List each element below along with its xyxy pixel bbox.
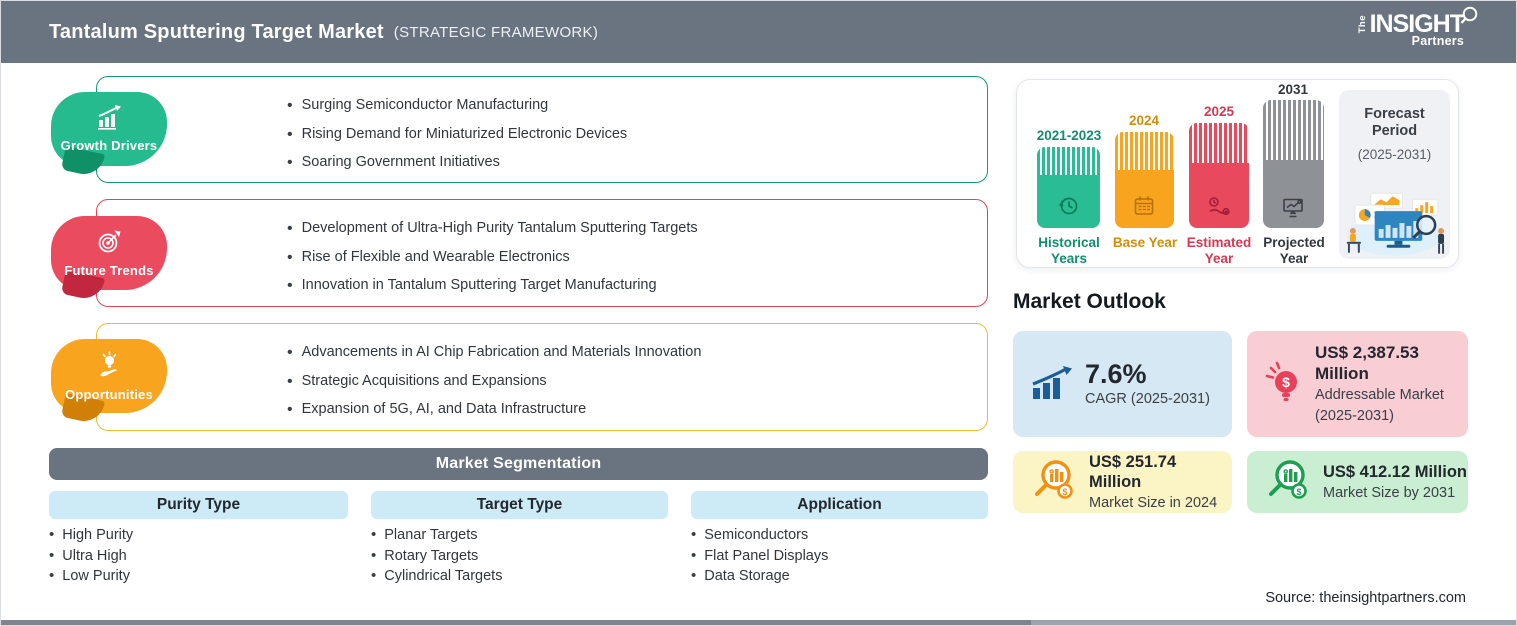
list-item: Rising Demand for Miniaturized Electroni…	[287, 126, 628, 144]
analytics-people-illustration	[1341, 191, 1448, 257]
list-item: Flat Panel Displays	[691, 546, 828, 567]
size-2024-text: US$ 251.74 Million Market Size in 2024	[1089, 452, 1232, 513]
list-item: Low Purity	[49, 566, 133, 587]
list-item: Planar Targets	[371, 525, 502, 546]
addressable-value: US$ 2,387.53 Million	[1315, 343, 1419, 383]
list-item: Ultra High	[49, 546, 133, 567]
opportunities-box: Advancements in AI Chip Fabrication and …	[96, 323, 988, 431]
market-outlook-title: Market Outlook	[1013, 290, 1166, 313]
market-size-2024-card: $ US$ 251.74 Million Market Size in 2024	[1013, 451, 1232, 513]
forecast-period-title: Forecast Period	[1364, 106, 1425, 139]
list-item: Data Storage	[691, 566, 828, 587]
list-item: Semiconductors	[691, 525, 828, 546]
list-item: High Purity	[49, 525, 133, 546]
cagr-card: 7.6% CAGR (2025-2031)	[1013, 331, 1232, 437]
list-item: Rise of Flexible and Wearable Electronic…	[287, 249, 698, 267]
bottom-strip	[1, 620, 1516, 625]
logo-the: The	[1356, 15, 1368, 34]
list-item: Surging Semiconductor Manufacturing	[287, 97, 627, 115]
logo-name: INSIGHT	[1369, 10, 1465, 38]
magnifier-icon	[1459, 6, 1479, 31]
growth-chart-icon	[95, 105, 123, 135]
logo-partners: Partners	[1411, 34, 1464, 48]
size-2031-text: US$ 412.12 Million Market Size by 2031	[1323, 462, 1467, 503]
list-item: Development of Ultra-High Purity Tantalu…	[287, 220, 698, 238]
projection-screen-icon	[1280, 193, 1306, 219]
estimated-year-bar	[1189, 123, 1249, 228]
badge-label: Growth Drivers	[60, 138, 158, 153]
list-item: Expansion of 5G, AI, and Data Infrastruc…	[287, 401, 701, 419]
timeline-caption: Historical Years	[1038, 235, 1100, 266]
size-2031-value: US$ 412.12 Million	[1323, 462, 1467, 481]
addressable-market-card: $ US$ 2,387.53 Million Addressable Marke…	[1247, 331, 1468, 437]
estimate-gauge-icon	[1206, 193, 1232, 219]
bulb-hand-icon	[96, 350, 123, 384]
segment-header-purity-type: Purity Type	[49, 491, 348, 519]
bars-rising-arrow-icon	[1031, 364, 1073, 405]
timeline-caption: Base Year	[1112, 235, 1178, 250]
forecast-period-range: (2025-2031)	[1357, 147, 1432, 162]
timeline-year: 2031	[1277, 82, 1309, 97]
opportunities-list: Advancements in AI Chip Fabrication and …	[287, 344, 702, 430]
addressable-text: US$ 2,387.53 Million Addressable Market …	[1315, 342, 1450, 426]
logo-row: The INSIGHT	[1356, 6, 1478, 38]
addressable-range: (2025-2031)	[1315, 408, 1394, 424]
purity-type-list: High Purity Ultra High Low Purity	[49, 525, 133, 587]
svg-text:$: $	[1062, 487, 1067, 497]
source-attribution: Source: theinsightpartners.com	[1265, 590, 1466, 606]
forecast-period-panel: Forecast Period (2025-2031)	[1339, 90, 1450, 259]
header-bar: Tantalum Sputtering Target Market (STRAT…	[1, 1, 1516, 63]
page-title: Tantalum Sputtering Target Market	[49, 20, 384, 43]
target-type-list: Planar Targets Rotary Targets Cylindrica…	[371, 525, 502, 587]
list-item: Advancements in AI Chip Fabrication and …	[287, 344, 702, 362]
opportunities-badge: Opportunities	[51, 339, 167, 413]
timeline-caption: Estimated Year	[1186, 235, 1252, 266]
timeline-card: 2021-2023 2024 2025 2031	[1016, 79, 1459, 268]
list-item: Cylindrical Targets	[371, 566, 502, 587]
badge-label: Opportunities	[65, 386, 153, 402]
growth-drivers-badge: Growth Drivers	[51, 92, 167, 166]
page-subtitle: (STRATEGIC FRAMEWORK)	[393, 23, 599, 41]
header-title-wrap: Tantalum Sputtering Target Market (STRAT…	[49, 1, 598, 63]
timeline-year: 2025	[1203, 104, 1235, 119]
list-item: Strategic Acquisitions and Expansions	[287, 373, 701, 391]
segment-header-application: Application	[691, 491, 988, 519]
list-item: Rotary Targets	[371, 546, 502, 567]
market-segmentation-header: Market Segmentation	[49, 448, 988, 480]
clock-history-icon	[1055, 193, 1081, 219]
application-list: Semiconductors Flat Panel Displays Data …	[691, 525, 828, 587]
magnifier-bars-icon: $	[1265, 457, 1311, 508]
historical-years-bar	[1037, 147, 1100, 228]
cagr-value: 7.6%	[1085, 358, 1147, 389]
svg-text:$: $	[1282, 374, 1290, 390]
future-trends-box: Development of Ultra-High Purity Tantalu…	[96, 199, 988, 307]
insight-partners-logo: The INSIGHT Partners	[1356, 6, 1478, 48]
cagr-label: CAGR (2025-2031)	[1085, 390, 1210, 407]
growth-drivers-box: Surging Semiconductor Manufacturing Risi…	[96, 76, 988, 183]
calendar-icon	[1131, 193, 1157, 219]
size-2024-label: Market Size in 2024	[1089, 494, 1218, 511]
badge-label: Future Trends	[64, 263, 154, 278]
size-2024-value: US$ 251.74 Million	[1089, 452, 1177, 491]
size-2031-label: Market Size by 2031	[1323, 484, 1456, 501]
list-item: Innovation in Tantalum Sputtering Target…	[287, 277, 698, 295]
future-trends-badge: Future Trends	[51, 216, 167, 290]
list-item: Soaring Government Initiatives	[287, 154, 627, 172]
timeline-caption: Projected Year	[1263, 235, 1325, 266]
svg-text:$: $	[1296, 487, 1301, 497]
addressable-label: Addressable Market	[1315, 387, 1444, 403]
cagr-text: 7.6% CAGR (2025-2031)	[1085, 360, 1210, 409]
magnifier-bars-icon: $	[1031, 457, 1077, 508]
target-dart-icon	[96, 228, 123, 260]
future-trends-list: Development of Ultra-High Purity Tantalu…	[287, 220, 698, 306]
timeline-year: 2021-2023	[1036, 128, 1102, 143]
timeline-year: 2024	[1128, 113, 1160, 128]
projected-year-bar	[1263, 100, 1324, 228]
market-size-2031-card: $ US$ 412.12 Million Market Size by 2031	[1247, 451, 1468, 513]
dollar-bulb-icon: $	[1265, 360, 1303, 409]
growth-drivers-list: Surging Semiconductor Manufacturing Risi…	[287, 97, 628, 183]
segment-header-target-type: Target Type	[371, 491, 668, 519]
